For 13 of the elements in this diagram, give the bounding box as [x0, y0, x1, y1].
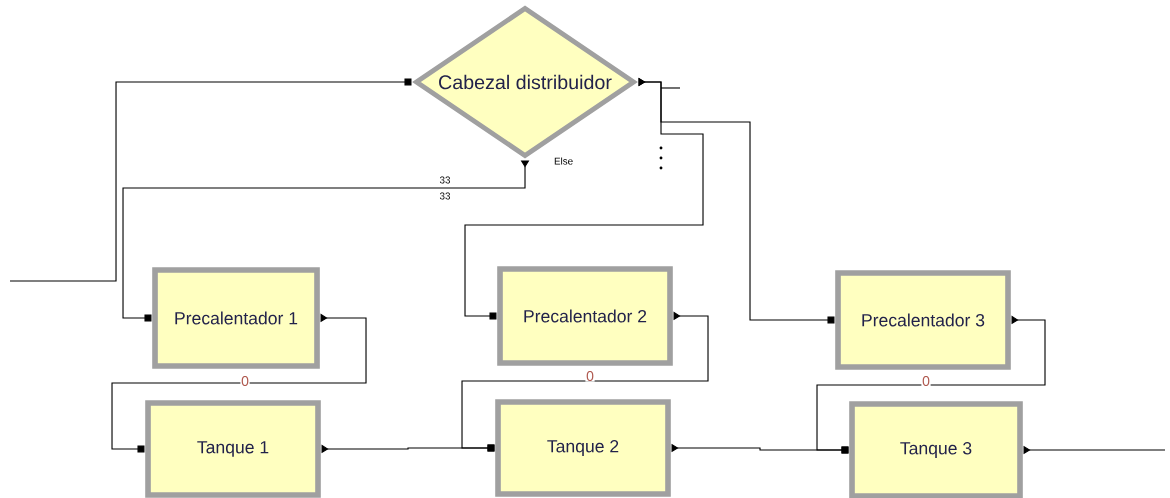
process-box: Precalentador 1	[152, 267, 320, 369]
counter-label: 0	[585, 370, 595, 382]
exit-label: Else	[554, 157, 573, 165]
process-box: Tanque 2	[495, 399, 671, 497]
connector	[9, 78, 412, 282]
process-box: Precalentador 3	[835, 270, 1011, 370]
process-box: Tanque 1	[145, 400, 321, 498]
counter-label: 0	[240, 375, 250, 387]
process-box: Tanque 3	[849, 401, 1023, 498]
count-label: 33	[439, 192, 451, 200]
count-label: 33	[439, 176, 451, 184]
process-box: Precalentador 2	[497, 266, 673, 366]
counter-label: 0	[921, 375, 931, 387]
